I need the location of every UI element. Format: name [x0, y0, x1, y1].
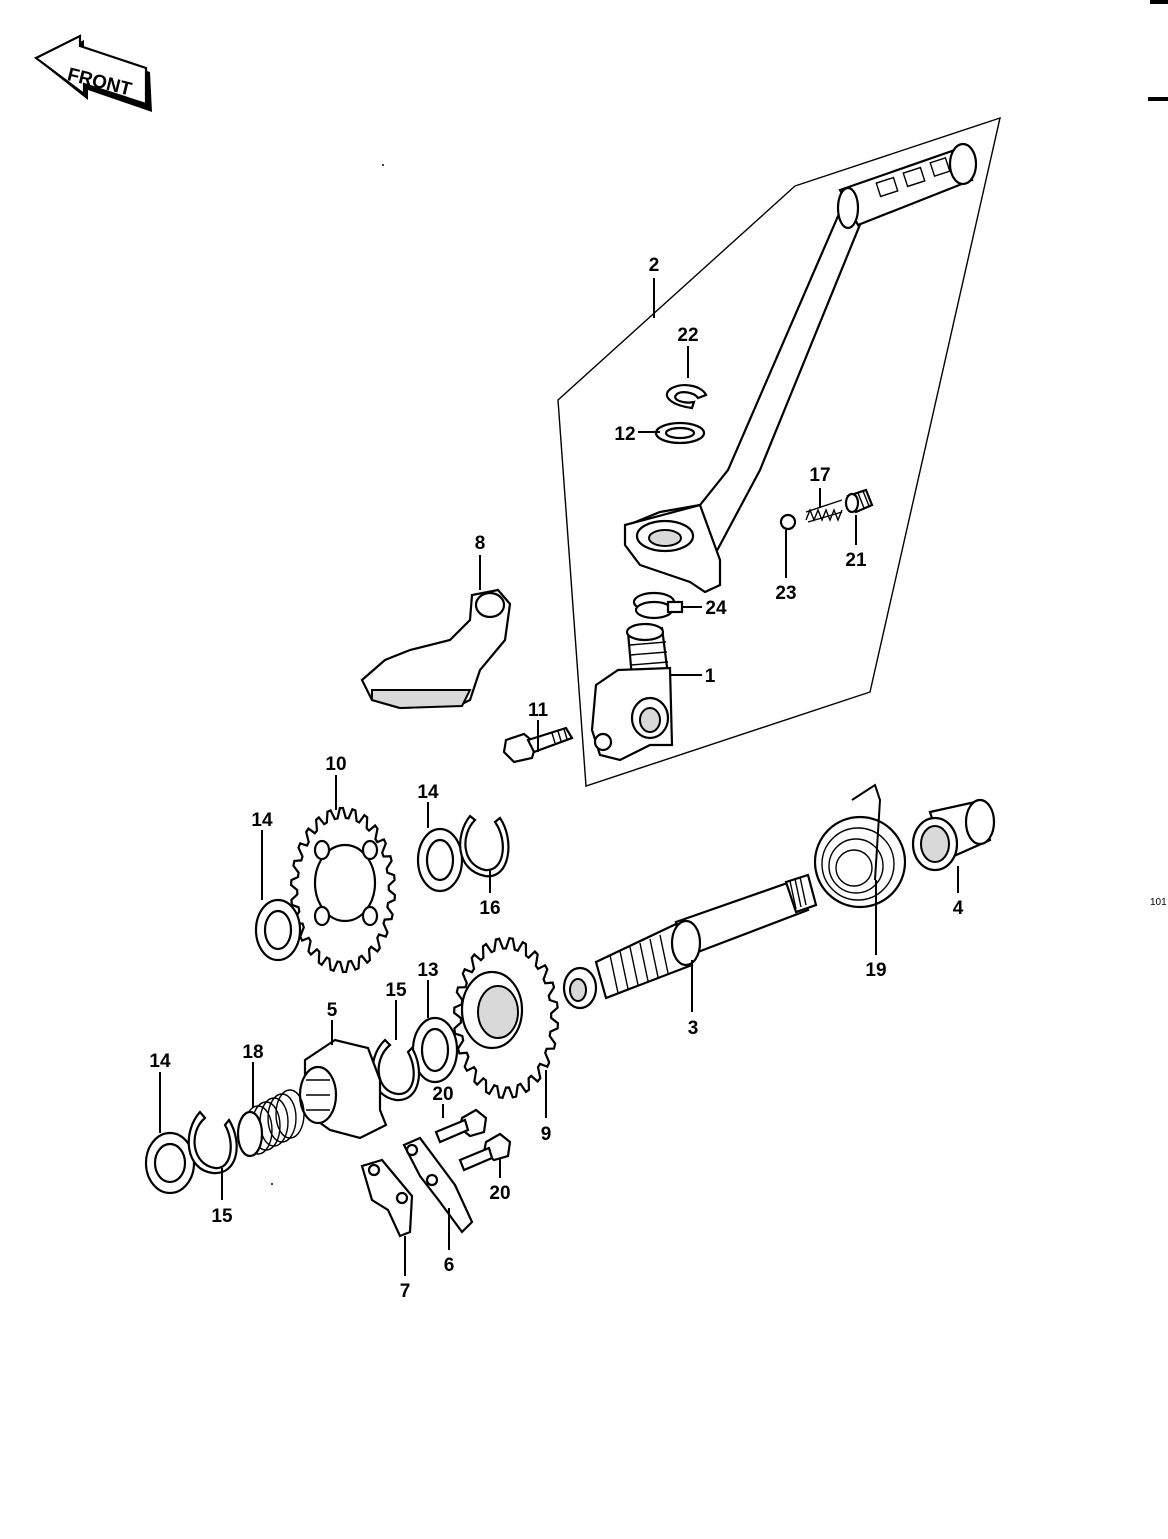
- callout-17: 17: [809, 465, 830, 486]
- callout-9: 9: [541, 1124, 552, 1145]
- torsion-spring-19: [813, 783, 907, 909]
- washer-14-lower: [144, 1131, 196, 1195]
- kick-pedal-group-outline: [557, 116, 1001, 787]
- bolt-20-upper: [434, 1108, 488, 1144]
- stray-dot-2: [271, 1183, 273, 1185]
- callout-20-upper: 20: [432, 1084, 453, 1105]
- gear-9: [452, 936, 560, 1100]
- stopper-plate-7: [360, 1158, 414, 1238]
- callout-7: 7: [400, 1281, 411, 1302]
- callout-6: 6: [444, 1255, 455, 1276]
- callout-14-left: 14: [251, 810, 273, 831]
- cover-boot-8: [360, 588, 512, 710]
- washer-13: [411, 1016, 459, 1084]
- washer-14-upper: [416, 827, 464, 893]
- kick-shaft-3: [562, 873, 818, 1010]
- spring-18: [236, 1089, 305, 1158]
- callout-4: 4: [953, 898, 964, 919]
- callout-10: 10: [325, 754, 346, 775]
- callout-1: 1: [705, 666, 716, 687]
- callout-24: 24: [705, 598, 727, 619]
- stray-dot: [382, 164, 384, 166]
- kick-pedal-grip: [836, 142, 978, 230]
- callout-16: 16: [479, 898, 500, 919]
- kick-pedal-arm: [623, 198, 872, 594]
- callout-22: 22: [677, 325, 698, 346]
- callout-8: 8: [475, 533, 486, 554]
- circlip-16: [459, 814, 510, 878]
- bushing-4: [911, 798, 996, 872]
- clip-24: [632, 591, 684, 620]
- circlip-22: [665, 384, 708, 410]
- kick-boss-1: [590, 622, 674, 762]
- callout-5: 5: [327, 1000, 338, 1021]
- callout-13: 13: [417, 960, 438, 981]
- callout-3: 3: [688, 1018, 699, 1039]
- callout-12: 12: [614, 424, 635, 445]
- front-arrow-icon: FRONT: [33, 34, 152, 112]
- page-code: 101: [1150, 897, 1167, 908]
- callout-2: 2: [649, 255, 660, 276]
- callout-15-lower: 15: [211, 1206, 233, 1227]
- gear-10: [289, 806, 397, 974]
- callout-21: 21: [845, 550, 867, 571]
- cap-21: [844, 488, 874, 514]
- margin-tick-top: [1150, 0, 1168, 4]
- callout-14-lower: 14: [149, 1051, 171, 1072]
- ball-23: [779, 513, 797, 531]
- callout-14-upper: 14: [417, 782, 439, 803]
- callout-11: 11: [528, 700, 549, 721]
- bolt-20-lower: [458, 1132, 512, 1172]
- circlip-15-lower: [187, 1110, 238, 1175]
- guide-plate-6: [402, 1136, 474, 1234]
- spring-17: [805, 499, 843, 523]
- washer-14-left: [254, 898, 302, 962]
- margin-tick-right: [1148, 97, 1168, 101]
- ratchet-5: [298, 1038, 388, 1140]
- callout-15-upper: 15: [385, 980, 407, 1001]
- callout-20-lower: 20: [489, 1183, 510, 1204]
- callout-19: 19: [865, 960, 886, 981]
- callout-23: 23: [775, 583, 796, 604]
- washer-12: [654, 421, 706, 445]
- leader-lines: [159, 278, 959, 1276]
- callout-18: 18: [242, 1042, 263, 1063]
- callout-labels: 1 2 3 4 5 6 7 8 9 10 11 12 13 14 14 14 1…: [149, 255, 963, 1302]
